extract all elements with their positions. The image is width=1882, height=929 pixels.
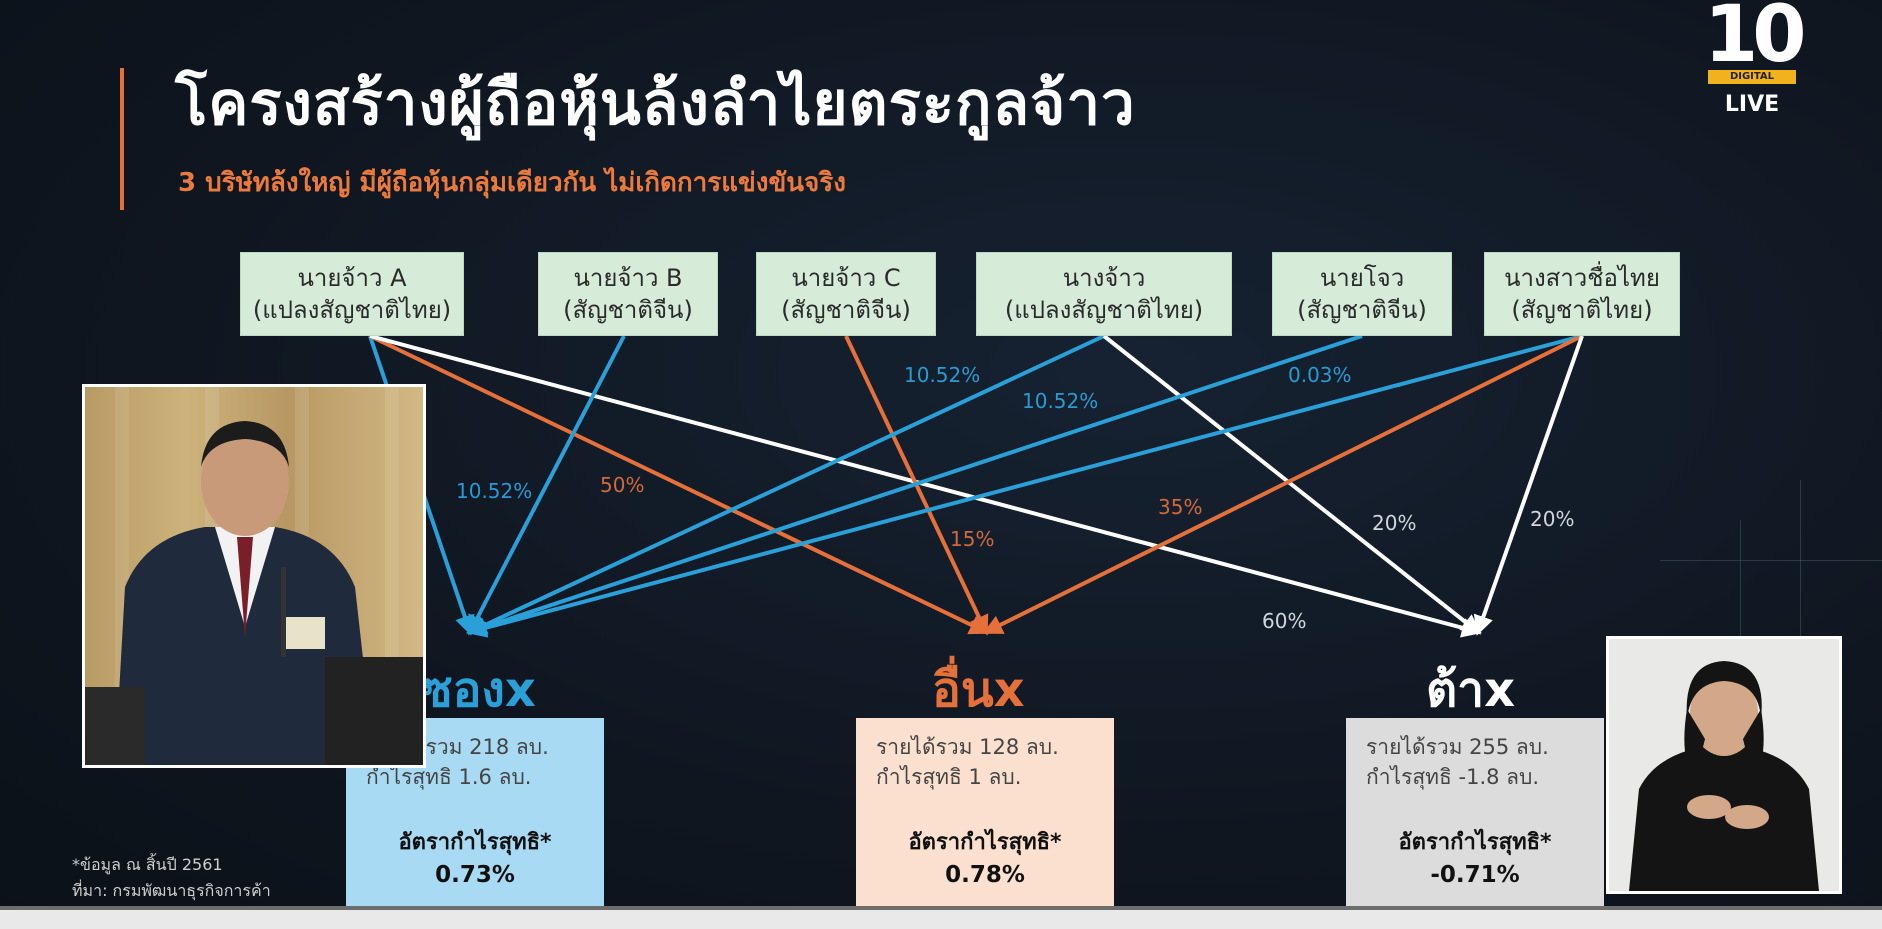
- profit-margin-label: อัตรากำไรสุทธิ*: [398, 829, 552, 855]
- company-info-box: รายได้รวม 128 ลบ. กำไรสุทธิ 1 ลบ. อัตราก…: [856, 718, 1114, 908]
- slide-subtitle: 3 บริษัทล้งใหญ่ มีผู้ถือหุ้นกลุ่มเดียวกั…: [178, 168, 846, 198]
- profit-margin-value: 0.78%: [945, 861, 1025, 888]
- ownership-arrow: [369, 334, 990, 635]
- shareholder-nationality: (สัญชาติจีน): [1297, 296, 1427, 324]
- decorative-gridline: [1660, 560, 1882, 561]
- channel-number: 10: [1704, 0, 1807, 80]
- shareholder-nationality: (สัญชาติไทย): [1511, 296, 1653, 324]
- shareholder-name: นายจ้าว C: [791, 263, 901, 292]
- ownership-percentage-label: 60%: [1262, 609, 1306, 633]
- company-profit: กำไรสุทธิ 1 ลบ.: [876, 765, 1022, 790]
- profit-margin-value: -0.71%: [1430, 861, 1520, 888]
- footnote-date: *ข้อมูล ณ สิ้นปี 2561: [72, 855, 223, 874]
- ownership-percentage-label: 35%: [1158, 495, 1202, 519]
- shareholder-box: นายจ้าว B (สัญชาติจีน): [538, 252, 718, 336]
- ownership-arrow: [466, 334, 1363, 637]
- shareholder-box: นายจ้าว C (สัญชาติจีน): [756, 252, 936, 336]
- shareholder-box: นางสาวชื่อไทย (สัญชาติไทย): [1484, 252, 1680, 336]
- profit-margin-label: อัตรากำไรสุทธิ*: [1398, 829, 1552, 855]
- interpreter-figure: [1629, 661, 1819, 891]
- ownership-percentage-label: 20%: [1530, 507, 1574, 531]
- company-info-box: รายได้รวม 255 ลบ. กำไรสุทธิ -1.8 ลบ. อัต…: [1346, 718, 1604, 908]
- company-revenue: รายได้รวม 128 ลบ.: [876, 735, 1059, 759]
- ownership-arrow: [1473, 335, 1584, 636]
- company-revenue: รายได้รวม 255 ลบ.: [1366, 735, 1549, 759]
- company-name: ต้าx: [1426, 662, 1516, 718]
- ownership-arrow: [369, 334, 1482, 638]
- shareholder-name: นายโจว: [1319, 263, 1405, 292]
- ownership-percentage-label: 15%: [950, 527, 994, 551]
- slide-title: โครงสร้างผู้ถือหุ้นล้งลำไยตระกูลจ้าว: [175, 69, 1136, 139]
- ownership-percentage-label: 50%: [600, 473, 644, 497]
- shareholder-box: นางจ้าว (แปลงสัญชาติไทย): [976, 252, 1232, 336]
- speaker-figure: [85, 387, 423, 765]
- live-indicator: LIVE: [1724, 92, 1780, 117]
- shareholder-box: นายโจว (สัญชาติจีน): [1272, 252, 1452, 336]
- profit-margin-label: อัตรากำไรสุทธิ*: [908, 829, 1062, 855]
- shareholder-name: นางสาวชื่อไทย: [1504, 263, 1660, 292]
- shareholder-nationality: (สัญชาติจีน): [563, 296, 693, 324]
- company-profit: กำไรสุทธิ 1.6 ลบ.: [366, 765, 532, 790]
- company-name: อื่นx: [932, 662, 1025, 718]
- ownership-arrow: [466, 334, 1583, 638]
- shareholder-nationality: (แปลงสัญชาติไทย): [252, 296, 452, 324]
- shareholder-nationality: (แปลงสัญชาติไทย): [1004, 296, 1204, 324]
- footnote-source: ที่มา: กรมพัฒนาธุรกิจการค้า: [72, 880, 271, 900]
- ownership-arrow: [982, 334, 1583, 634]
- channel-digital-strip: DIGITAL: [1708, 70, 1796, 84]
- ownership-arrow: [466, 334, 1105, 635]
- title-accent-bar: [120, 68, 124, 210]
- channel-logo: 10 DIGITAL LIVE: [1704, 0, 1807, 120]
- shareholder-box: นายจ้าว A (แปลงสัญชาติไทย): [240, 252, 464, 336]
- sign-language-interpreter-inset: [1606, 636, 1842, 894]
- shareholder-name: นายจ้าว B: [573, 263, 683, 292]
- company-profit: กำไรสุทธิ -1.8 ลบ.: [1366, 765, 1540, 790]
- shareholder-name: นายจ้าว A: [297, 263, 407, 292]
- ownership-percentage-label: 10.52%: [1022, 389, 1098, 413]
- ownership-percentage-label: 10.52%: [904, 363, 980, 387]
- ownership-arrow: [1102, 334, 1482, 635]
- company-name: ซองx: [420, 662, 536, 718]
- ownership-percentage-label: 20%: [1372, 511, 1416, 535]
- shareholder-name: นางจ้าว: [1062, 263, 1146, 292]
- ownership-arrow: [468, 335, 626, 636]
- profit-margin-value: 0.73%: [435, 861, 515, 888]
- shareholder-nationality: (สัญชาติจีน): [781, 296, 911, 324]
- speaker-video-inset: [82, 384, 426, 768]
- ownership-percentage-label: 0.03%: [1288, 363, 1352, 387]
- ownership-percentage-label: 10.52%: [456, 479, 532, 503]
- footnote: *ข้อมูล ณ สิ้นปี 2561 ที่มา: กรมพัฒนาธุร…: [72, 852, 271, 903]
- news-ticker-bar: [0, 906, 1882, 929]
